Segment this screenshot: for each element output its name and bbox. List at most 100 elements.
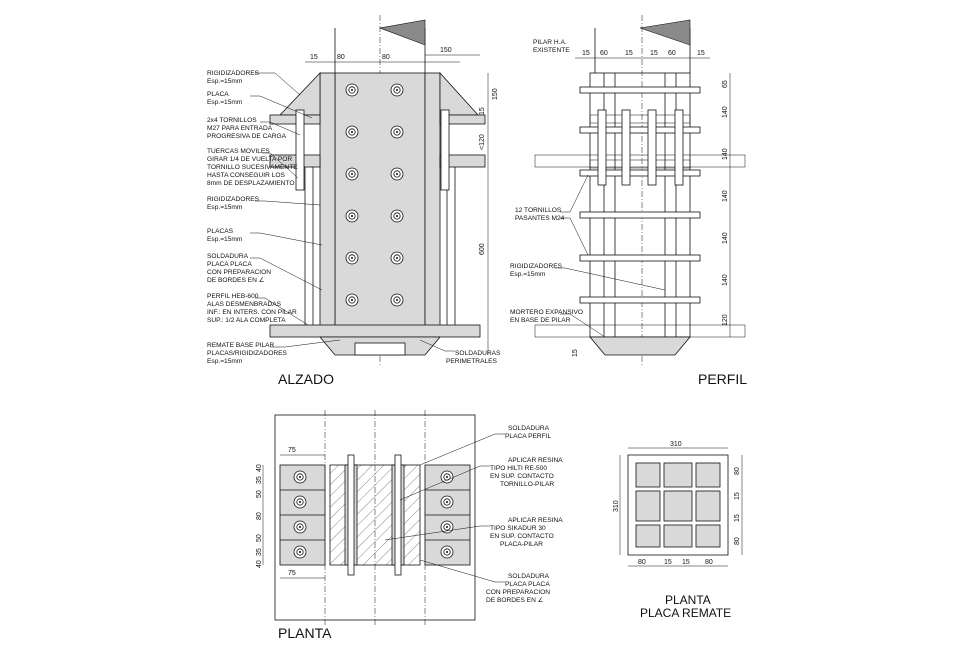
view-label-alzado: ALZADO: [278, 371, 334, 387]
view-label-remate-1: PLANTA: [665, 593, 711, 607]
svg-text:MORTERO EXPANSIVO: MORTERO EXPANSIVO: [510, 309, 583, 316]
svg-text:140: 140: [722, 274, 729, 286]
svg-text:HASTA CONSEGUIR LOS: HASTA CONSEGUIR LOS: [207, 172, 286, 179]
svg-text:15: 15: [650, 50, 658, 57]
svg-text:PILAR H.A.: PILAR H.A.: [533, 39, 567, 46]
svg-text:140: 140: [722, 232, 729, 244]
svg-text:PERIMETRALES: PERIMETRALES: [446, 358, 498, 365]
svg-text:INF.: EN INTERS. CON PILAR: INF.: EN INTERS. CON PILAR: [207, 309, 297, 316]
svg-text:140: 140: [722, 190, 729, 202]
svg-text:SUP.: 1/2 ALA COMPLETA: SUP.: 1/2 ALA COMPLETA: [207, 317, 286, 324]
svg-text:PLACAS: PLACAS: [207, 228, 234, 235]
svg-text:15: 15: [734, 492, 741, 500]
svg-text:40: 40: [256, 560, 263, 568]
svg-text:PLACA PLACA: PLACA PLACA: [505, 581, 550, 588]
svg-text:TIPO HILTI RE-500: TIPO HILTI RE-500: [490, 465, 547, 472]
svg-text:60: 60: [668, 50, 676, 57]
svg-text:310: 310: [613, 500, 620, 512]
view-label-planta: PLANTA: [278, 625, 332, 641]
svg-text:75: 75: [288, 447, 296, 454]
svg-text:80: 80: [638, 559, 646, 566]
svg-text:APLICAR RESINA: APLICAR RESINA: [508, 457, 563, 464]
svg-text:15: 15: [697, 50, 705, 57]
svg-text:RIGIDIZADORES: RIGIDIZADORES: [207, 196, 260, 203]
svg-text:50: 50: [256, 490, 263, 498]
svg-text:50: 50: [256, 534, 263, 542]
svg-text:PROGRESIVA DE CARGA: PROGRESIVA DE CARGA: [207, 133, 287, 140]
svg-text:SOLDADURAS: SOLDADURAS: [455, 350, 501, 357]
svg-text:15: 15: [479, 107, 486, 115]
planta-view: 75 75 40 35 50 80 50 35 40 SOLDADURAPLAC…: [256, 410, 563, 641]
svg-text:CON PREPARACION: CON PREPARACION: [486, 589, 550, 596]
svg-text:310: 310: [670, 441, 682, 448]
svg-text:35: 35: [256, 476, 263, 484]
svg-text:150: 150: [492, 88, 499, 100]
svg-text:80: 80: [734, 537, 741, 545]
perfil-view: 15 60 15 15 60 15 65 140 140 140 140 140…: [510, 15, 747, 387]
svg-text:65: 65: [722, 80, 729, 88]
svg-text:<120: <120: [479, 134, 486, 150]
svg-text:80: 80: [337, 54, 345, 61]
svg-text:Esp.=15mm: Esp.=15mm: [207, 204, 243, 211]
svg-text:Esp.=15mm: Esp.=15mm: [207, 78, 243, 85]
svg-text:DE BORDES EN ∠: DE BORDES EN ∠: [207, 276, 265, 284]
svg-text:TORNILLO SUCESIVAMENTE: TORNILLO SUCESIVAMENTE: [207, 164, 298, 171]
svg-text:EXISTENTE: EXISTENTE: [533, 47, 570, 54]
placa-remate-view: 310 310 80 15 15 80 80 15 15 80 PLANTA P…: [613, 441, 743, 620]
perfil-bolts: [579, 86, 701, 304]
svg-text:PERFIL HEB-600: PERFIL HEB-600: [207, 293, 259, 300]
svg-text:15: 15: [682, 559, 690, 566]
svg-text:TUERCAS MOVILES: TUERCAS MOVILES: [207, 148, 270, 155]
svg-text:140: 140: [722, 148, 729, 160]
svg-text:EN BASE DE PILAR: EN BASE DE PILAR: [510, 317, 571, 324]
svg-text:PLACA PERFIL: PLACA PERFIL: [505, 433, 552, 440]
svg-text:PLACA-PILAR: PLACA-PILAR: [500, 541, 543, 548]
view-label-remate-2: PLACA REMATE: [640, 606, 731, 620]
svg-text:Esp.=15mm: Esp.=15mm: [207, 99, 243, 106]
svg-text:PASANTES M24: PASANTES M24: [515, 215, 565, 222]
svg-text:Esp.=15mm: Esp.=15mm: [207, 358, 243, 365]
svg-text:M27 PARA ENTRADA: M27 PARA ENTRADA: [207, 125, 273, 132]
svg-text:ALAS DESMENBRADAS: ALAS DESMENBRADAS: [207, 301, 282, 308]
svg-text:80: 80: [256, 512, 263, 520]
svg-text:Esp.=15mm: Esp.=15mm: [510, 271, 546, 278]
view-label-perfil: PERFIL: [698, 371, 747, 387]
svg-text:75: 75: [288, 570, 296, 577]
svg-text:PLACA: PLACA: [207, 91, 229, 98]
svg-text:SOLDADURA: SOLDADURA: [508, 425, 550, 432]
svg-text:SOLDADURA: SOLDADURA: [508, 573, 550, 580]
svg-text:EN SUP. CONTACTO: EN SUP. CONTACTO: [490, 533, 554, 540]
svg-text:2x4 TORNILLOS: 2x4 TORNILLOS: [207, 117, 257, 124]
svg-text:RIGIDIZADORES: RIGIDIZADORES: [510, 263, 563, 270]
svg-text:12 TORNILLOS: 12 TORNILLOS: [515, 207, 562, 214]
svg-text:PLACAS/RIGIDIZADORES: PLACAS/RIGIDIZADORES: [207, 350, 287, 357]
svg-text:140: 140: [722, 106, 729, 118]
svg-text:15: 15: [664, 559, 672, 566]
svg-text:60: 60: [600, 50, 608, 57]
svg-text:15: 15: [572, 349, 579, 357]
svg-text:120: 120: [722, 314, 729, 326]
svg-text:80: 80: [705, 559, 713, 566]
svg-text:15: 15: [734, 514, 741, 522]
svg-text:35: 35: [256, 548, 263, 556]
svg-text:SOLDADURA: SOLDADURA: [207, 253, 249, 260]
svg-text:15: 15: [582, 50, 590, 57]
svg-text:8mm DE DESPLAZAMIENTO: 8mm DE DESPLAZAMIENTO: [207, 180, 294, 187]
svg-text:80: 80: [734, 467, 741, 475]
svg-text:600: 600: [479, 243, 486, 255]
svg-text:TIPO SIKADUR 30: TIPO SIKADUR 30: [490, 525, 546, 532]
alzado-view: 15 80 80 150 150 15 <120 600 RIGIDIZADOR…: [207, 15, 501, 387]
svg-text:40: 40: [256, 464, 263, 472]
svg-text:15: 15: [310, 54, 318, 61]
svg-text:GIRAR 1/4 DE VUELTA POR: GIRAR 1/4 DE VUELTA POR: [207, 156, 292, 163]
svg-text:TORNILLO-PILAR: TORNILLO-PILAR: [500, 481, 554, 488]
svg-text:DE BORDES EN ∠: DE BORDES EN ∠: [486, 596, 544, 604]
svg-text:Esp.=15mm: Esp.=15mm: [207, 236, 243, 243]
svg-text:CON PREPARACION: CON PREPARACION: [207, 269, 271, 276]
svg-text:80: 80: [382, 54, 390, 61]
svg-text:EN SUP. CONTACTO: EN SUP. CONTACTO: [490, 473, 554, 480]
svg-text:PLACA PLACA: PLACA PLACA: [207, 261, 252, 268]
svg-text:REMATE BASE PILAR: REMATE BASE PILAR: [207, 342, 275, 349]
svg-text:APLICAR RESINA: APLICAR RESINA: [508, 517, 563, 524]
